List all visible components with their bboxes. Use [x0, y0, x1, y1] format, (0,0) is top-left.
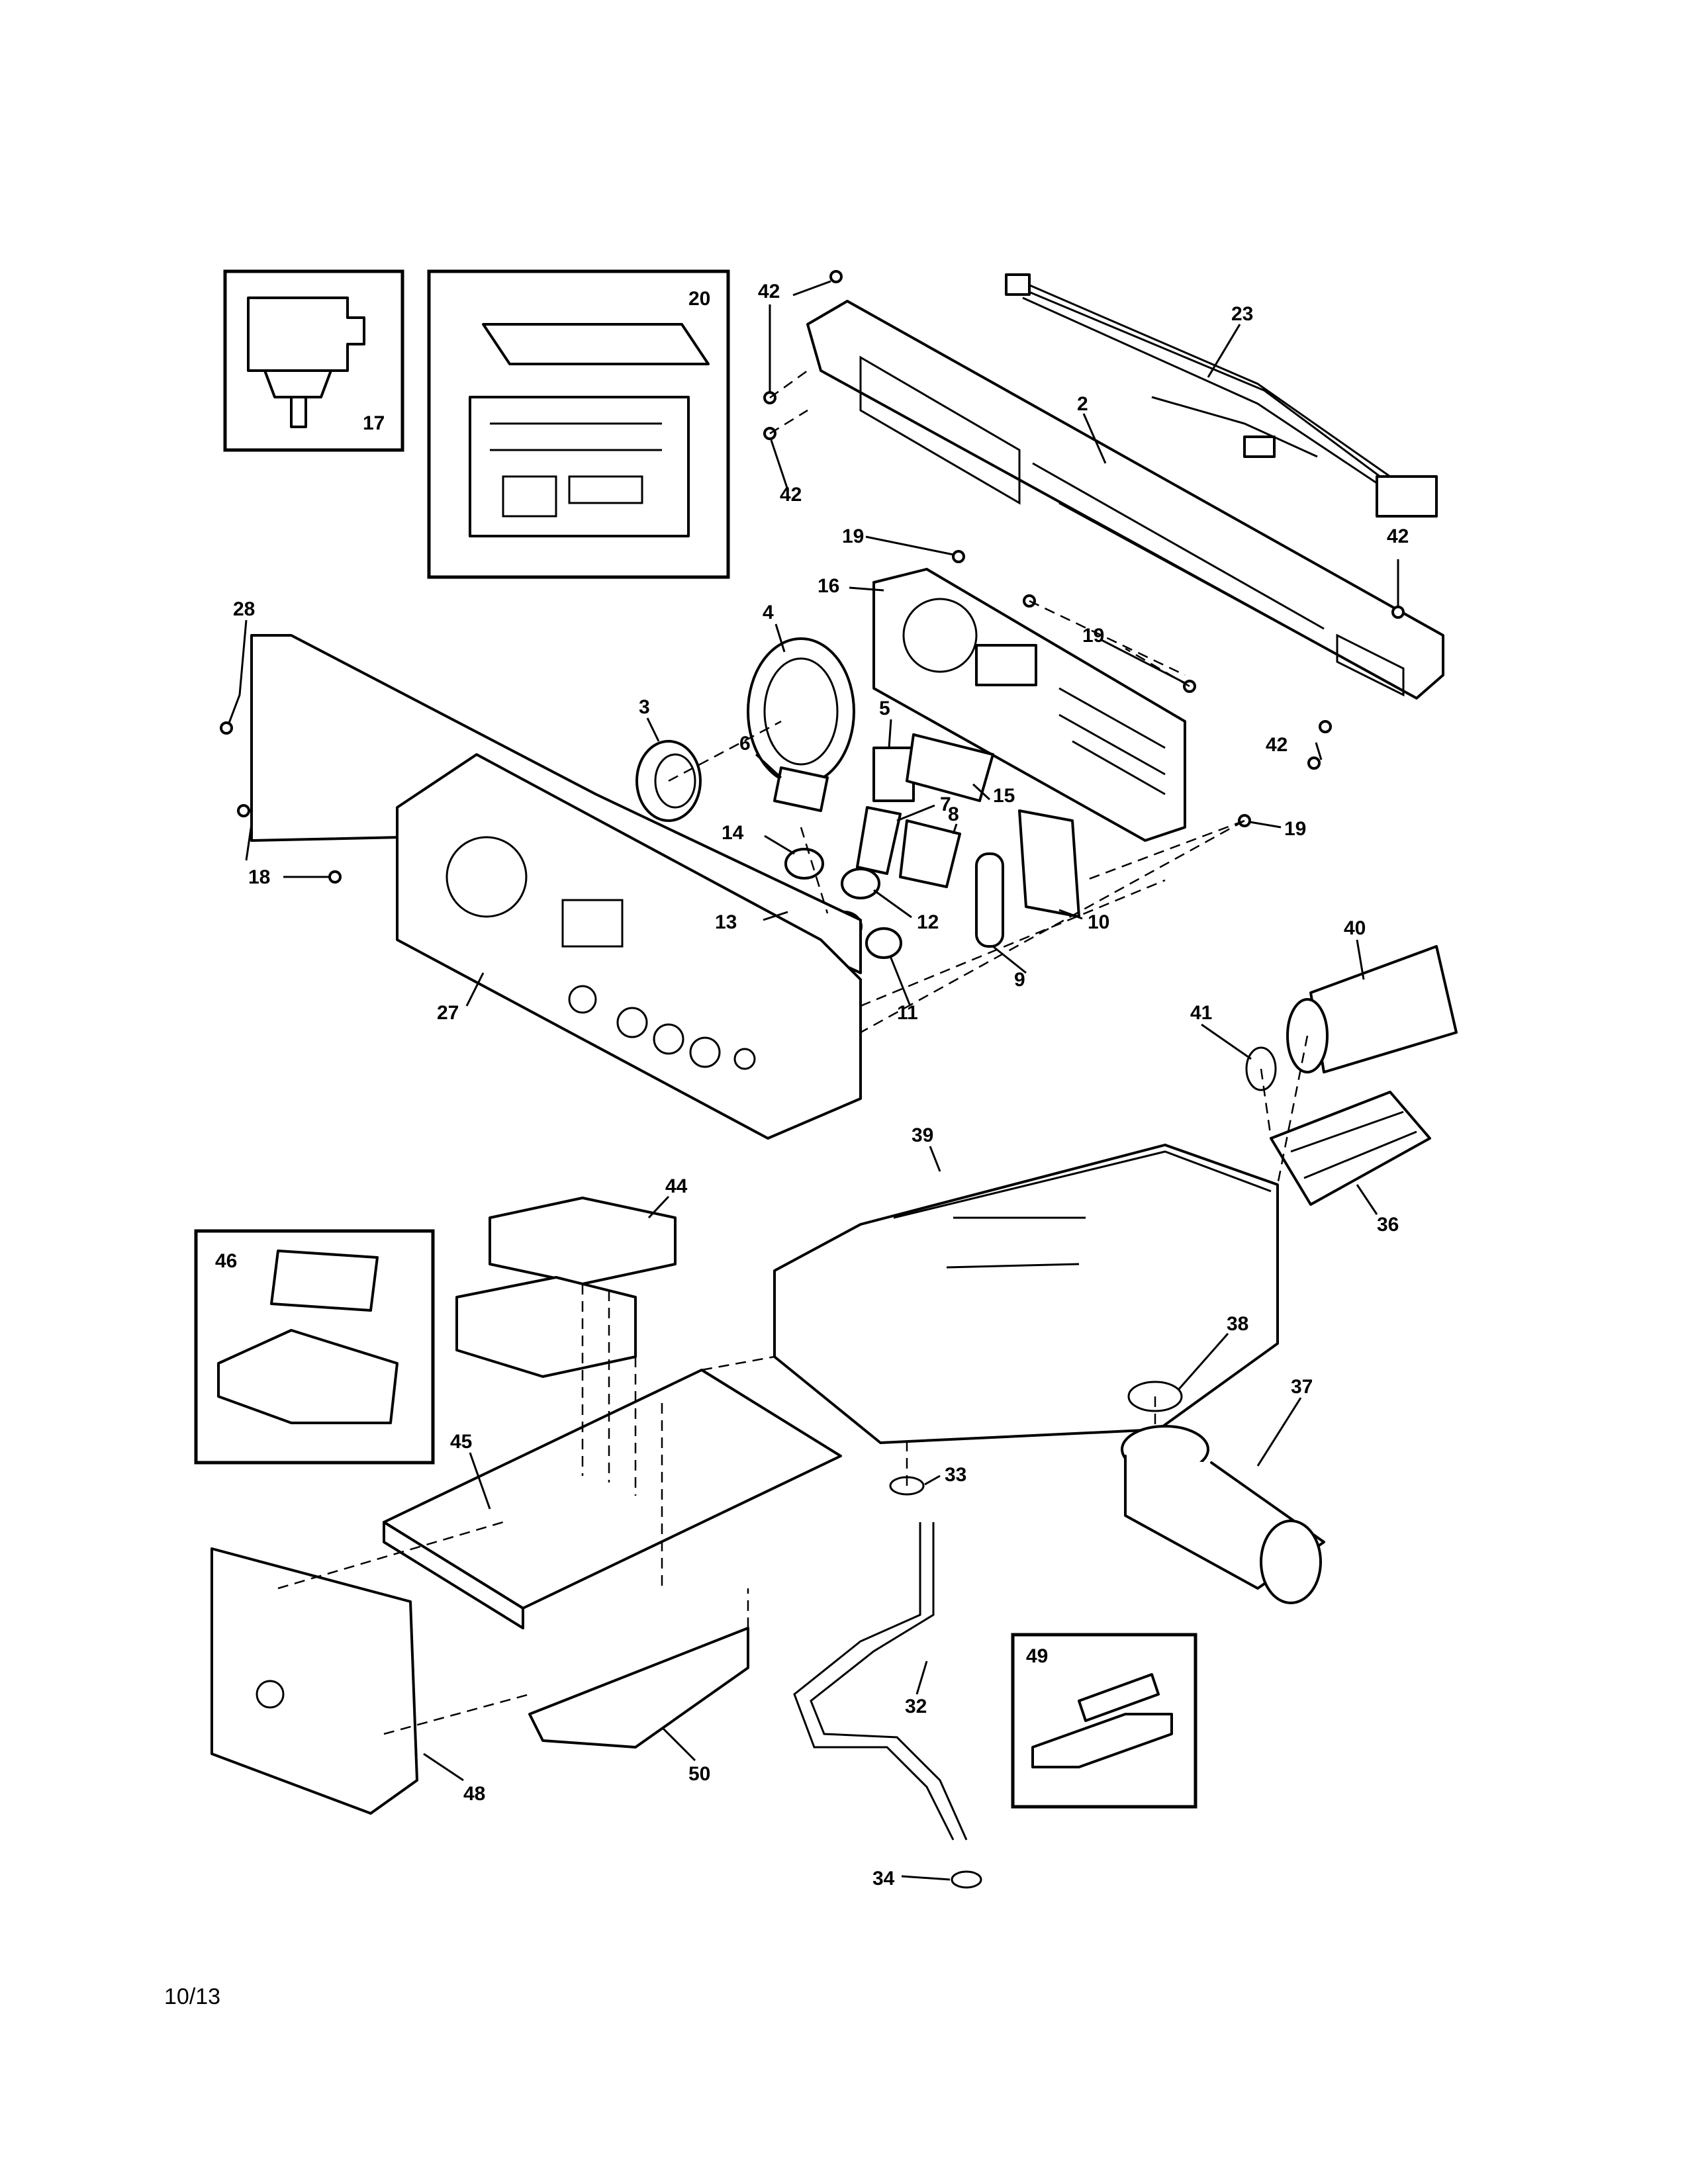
- page-code: 10/13: [164, 1984, 221, 2009]
- callout-42: 42: [758, 281, 780, 302]
- callout-9: 9: [1014, 969, 1025, 991]
- part-7-button-strip: [856, 806, 902, 875]
- callout-6: 6: [739, 733, 751, 754]
- part-32-drain-hose: [793, 1522, 968, 1841]
- callout-19: 19: [1082, 625, 1104, 647]
- callout-18: 18: [248, 866, 270, 888]
- callout-42: 42: [1266, 734, 1288, 756]
- callout-28: 28: [233, 598, 255, 620]
- callout-27: 27: [437, 1002, 459, 1024]
- part-48-drawer-front: [211, 1547, 418, 1815]
- part-15-button-cluster: [906, 733, 994, 802]
- callout-48: 48: [463, 1783, 485, 1805]
- part-16-main-control-board: [872, 568, 1186, 842]
- callout-38: 38: [1227, 1313, 1248, 1335]
- callout-12: 12: [917, 911, 939, 933]
- callout-42: 42: [1387, 525, 1409, 547]
- part-8-button-strip: [899, 819, 961, 888]
- part-41-o-ring: [1245, 1046, 1277, 1091]
- callout-17: 17: [363, 412, 385, 434]
- callout-44: 44: [665, 1175, 688, 1197]
- callout-41: 41: [1190, 1002, 1212, 1024]
- part-6-display-lens: [773, 766, 829, 812]
- callout-4: 4: [763, 602, 774, 623]
- part-37-drain-bellows: [1121, 1425, 1325, 1604]
- callout-32: 32: [905, 1696, 927, 1717]
- part-4-knob-ring: [747, 637, 855, 786]
- part-10-button-block: [1018, 809, 1080, 918]
- callout-19: 19: [842, 525, 864, 547]
- part-50-lower-tray: [528, 1627, 749, 1749]
- callout-39: 39: [912, 1124, 933, 1146]
- callout-20: 20: [688, 288, 710, 310]
- part-23-wire-harness: [1005, 273, 1438, 518]
- part-14-button: [784, 848, 824, 880]
- callout-13: 13: [715, 911, 737, 933]
- leader-lines: [227, 280, 1399, 1881]
- callout-36: 36: [1377, 1214, 1399, 1236]
- callout-33: 33: [945, 1464, 966, 1486]
- callout-8: 8: [948, 803, 959, 825]
- inset-box-part-46: [194, 1229, 435, 1465]
- part-12-button: [841, 868, 880, 899]
- callout-19: 19: [1284, 818, 1306, 840]
- callout-2: 2: [1077, 393, 1088, 415]
- callout-16: 16: [818, 575, 839, 597]
- callout-40: 40: [1344, 917, 1366, 939]
- part-36-water-valve: [1270, 1091, 1431, 1206]
- part-34-clamp: [951, 1870, 982, 1889]
- callout-45: 45: [450, 1431, 472, 1453]
- callout-5: 5: [879, 698, 890, 719]
- callout-37: 37: [1291, 1376, 1313, 1398]
- part-39-dispenser-tub: [773, 1144, 1279, 1444]
- callout-46: 46: [215, 1250, 237, 1272]
- part-44-drawer-insert: [455, 1197, 677, 1378]
- callout-15: 15: [993, 785, 1015, 807]
- part-45-dispenser-tray: [383, 1369, 842, 1629]
- callout-10: 10: [1088, 911, 1109, 933]
- callout-49: 49: [1026, 1645, 1048, 1667]
- callout-42: 42: [780, 484, 802, 506]
- part-2-console-frame: [806, 300, 1444, 700]
- part-27-control-panel-front: [396, 753, 862, 1140]
- callout-3: 3: [639, 696, 650, 718]
- part-40-inlet-hose: [1286, 945, 1458, 1073]
- inset-box-part-17: [223, 269, 404, 452]
- callout-7: 7: [940, 794, 951, 815]
- inset-box-part-20: [427, 269, 730, 579]
- inset-box-part-49: [1011, 1633, 1197, 1809]
- callout-14: 14: [722, 822, 744, 844]
- callout-labels: 42 42 42 42 23 2 17 20 19 19 19 16 28 4 …: [215, 281, 1409, 1889]
- callout-11: 11: [897, 1002, 918, 1024]
- assembly-lines: [277, 369, 1309, 1735]
- callout-34: 34: [872, 1868, 895, 1889]
- part-9-button-column: [975, 852, 1004, 948]
- callout-23: 23: [1231, 303, 1253, 325]
- callout-50: 50: [688, 1763, 710, 1785]
- part-38-ring: [1127, 1381, 1183, 1412]
